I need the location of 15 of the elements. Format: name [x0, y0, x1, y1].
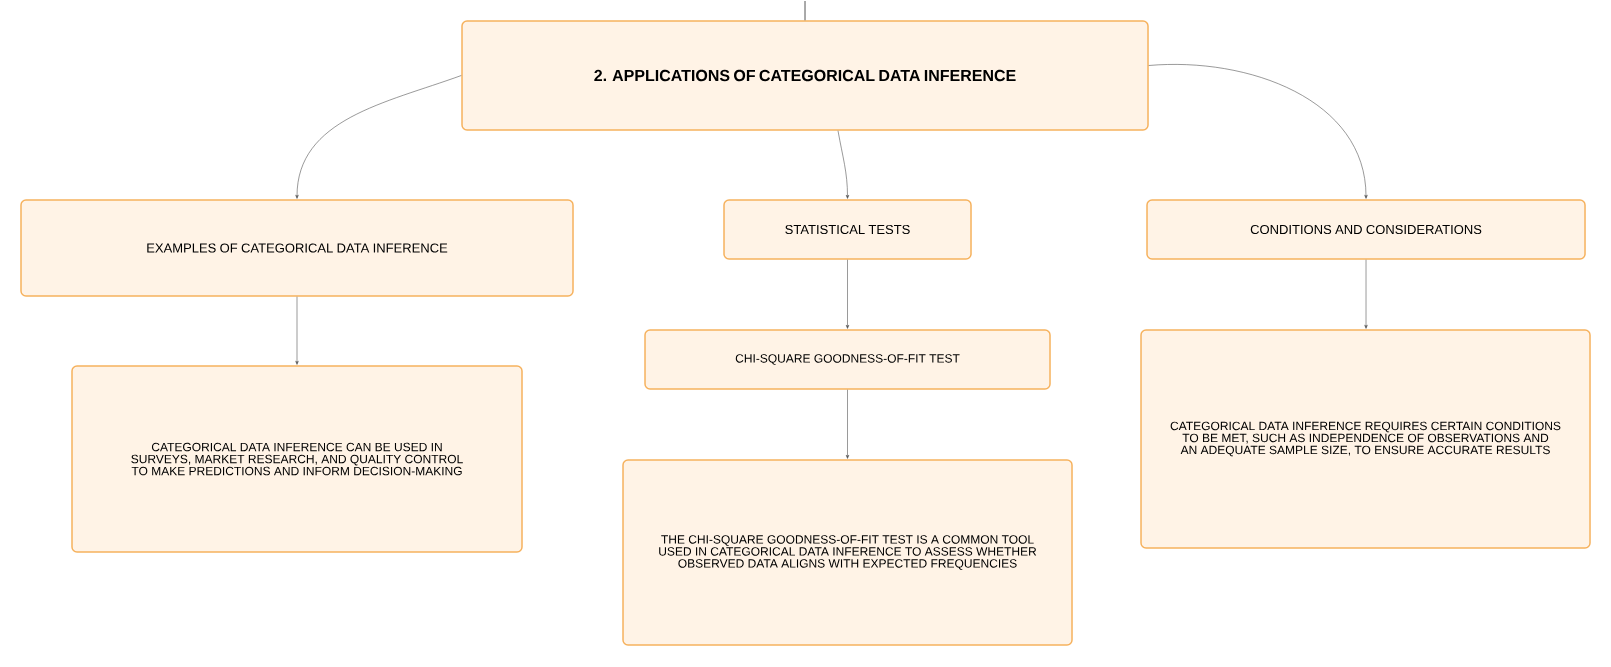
arrow	[1148, 64, 1368, 199]
topic-box: EXAMPLES OF CATEGORICAL DATA INFERENCE	[20, 199, 574, 297]
arrow	[845, 259, 850, 329]
description-box: CATEGORICAL DATA INFERENCE CAN BE USED IN SURVEYS, MARKET RESEARCH, AND QUALITY CONTROL TO MAKE PREDICTIONS AND INFORM DECISION-MAKING	[71, 365, 523, 553]
arrow	[295, 75, 462, 199]
description-box: THE CHI-SQUARE GOODNESS-OF-FIT TEST IS A COMMON TOOL USED IN CATEGORICAL DATA INFERENCE TO ASSESS WHETHER OBSERVED DATA ALIGNS WITH EXPECTED FREQUENCIES	[622, 459, 1073, 646]
description-box: CATEGORICAL DATA INFERENCE REQUIRES CERTAIN CONDITIONS TO BE MET, SUCH AS INDEPENDENCE OF OBSERVATIONS AND AN ADEQUATE SAMPLE SIZE, TO ENSURE ACCURATE RESULTS	[1140, 329, 1591, 549]
arrow	[837, 130, 850, 199]
topic-box: STATISTICAL TESTS	[723, 199, 972, 260]
arrow	[845, 389, 850, 459]
arrow	[295, 296, 299, 365]
topic-box: CONDITIONS AND CONSIDERATIONS	[1146, 199, 1586, 260]
arrow	[1364, 259, 1368, 329]
title-box: 2. APPLICATIONS OF CATEGORICAL DATA INFERENCE	[461, 20, 1149, 131]
topic-box: CHI-SQUARE GOODNESS-OF-FIT TEST	[644, 329, 1051, 390]
